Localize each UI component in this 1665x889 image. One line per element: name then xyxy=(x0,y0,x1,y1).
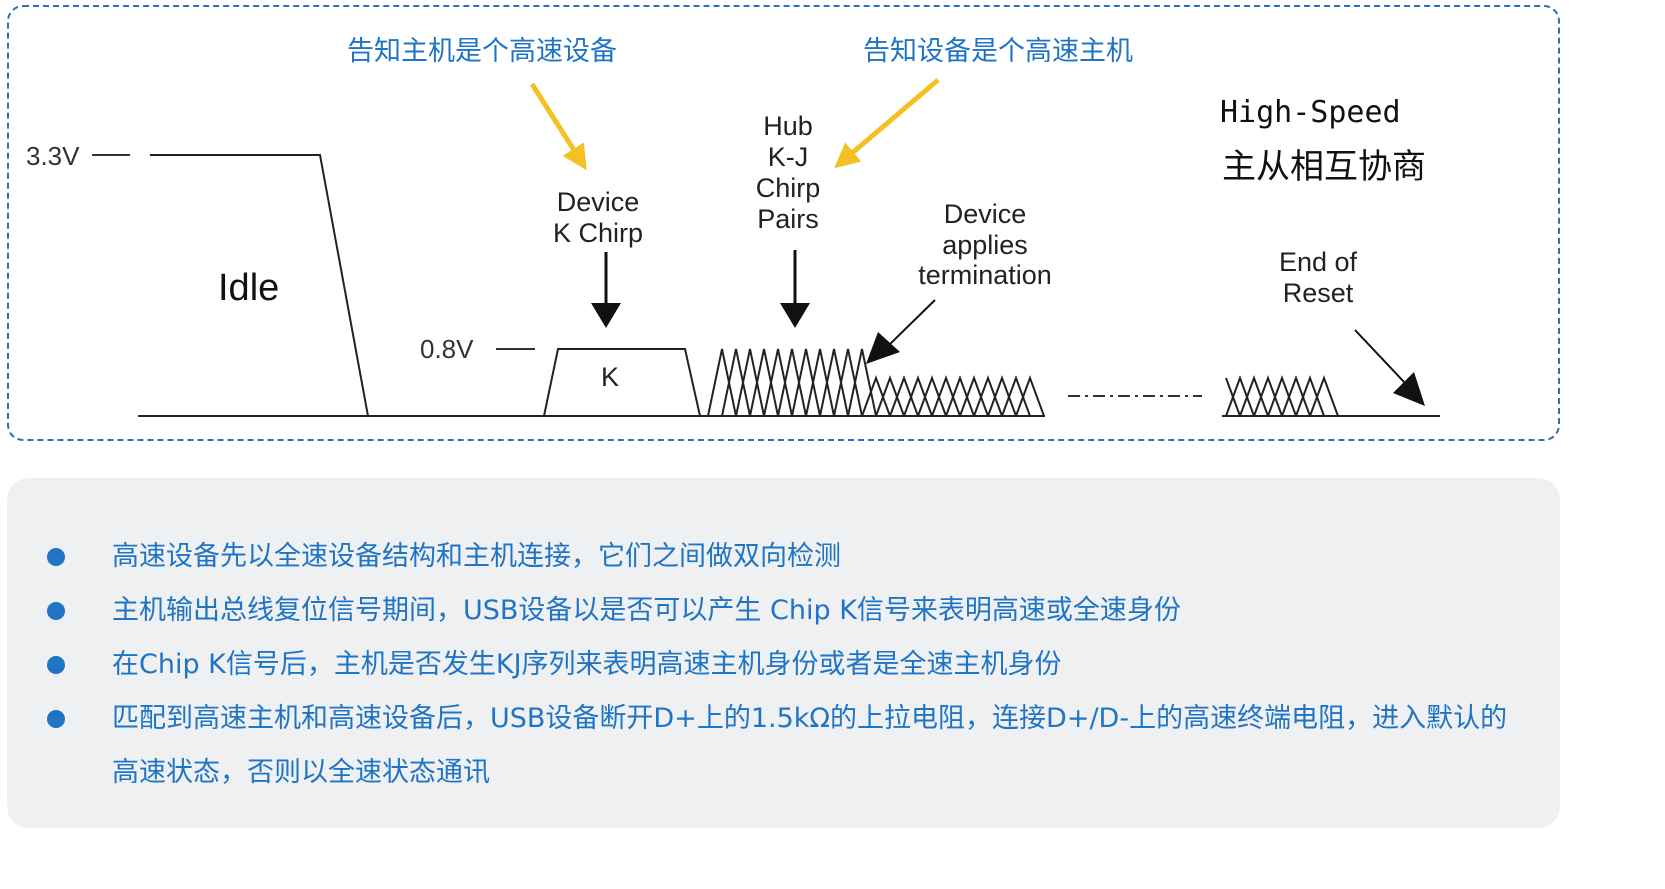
hub-chirp-waveform xyxy=(707,348,877,417)
hub-kj-line4: Pairs xyxy=(757,204,819,234)
terminated-chirp-waveform xyxy=(861,375,1045,417)
termination-line2: applies xyxy=(942,230,1028,260)
bullet-dot xyxy=(47,548,65,566)
termination-line1: Device xyxy=(944,199,1027,229)
notes-list: 高速设备先以全速设备结构和主机连接，它们之间做双向检测 主机输出总线复位信号期间… xyxy=(7,530,1560,800)
note-text: 高速设备先以全速设备结构和主机连接，它们之间做双向检测 xyxy=(112,541,841,572)
yellow-arrow-device xyxy=(529,82,587,171)
k-chirp-pulse xyxy=(543,348,701,417)
end-of-reset-line1: End of xyxy=(1279,247,1358,277)
hub-kj-line3: Chirp xyxy=(756,173,821,203)
hub-kj-line2: K-J xyxy=(768,142,809,172)
hub-kj-line1: Hub xyxy=(763,111,813,141)
notes-panel: 高速设备先以全速设备结构和主机连接，它们之间做双向检测 主机输出总线复位信号期间… xyxy=(7,478,1560,828)
hub-kj-arrow-head xyxy=(780,303,810,328)
note-item: 主机输出总线复位信号期间，USB设备以是否可以产生 Chip K信号来表明高速或… xyxy=(7,584,1560,638)
chirp-timing-diagram: 告知主机是个高速设备 告知设备是个高速主机 3.3V 0.8V Idle K D… xyxy=(26,36,1440,417)
voltage-low-label: 0.8V xyxy=(420,334,474,364)
k-label: K xyxy=(601,362,619,392)
host-announce-label: 告知设备是个高速主机 xyxy=(863,36,1133,67)
yellow-arrow-host xyxy=(834,78,940,169)
note-item: 高速设备先以全速设备结构和主机连接，它们之间做双向检测 xyxy=(7,530,1560,584)
note-text: 在Chip K信号后，主机是否发生KJ序列来表明高速主机身份或者是全速主机身份 xyxy=(112,649,1062,680)
voltage-high-label: 3.3V xyxy=(26,141,80,171)
termination-arrow-head xyxy=(866,332,900,364)
negotiation-label: 主从相互协商 xyxy=(1222,147,1426,187)
idle-label: Idle xyxy=(218,267,279,309)
note-item: 匹配到高速主机和高速设备后，USB设备断开D+上的1.5kΩ的上拉电阻，连接D+… xyxy=(7,692,1560,800)
end-of-reset-line2: Reset xyxy=(1283,278,1354,308)
high-speed-label: High-Speed xyxy=(1220,95,1401,130)
bullet-dot xyxy=(47,602,65,620)
device-k-chirp-line2: K Chirp xyxy=(553,218,643,248)
device-announce-label: 告知主机是个高速设备 xyxy=(347,36,617,67)
device-k-chirp-arrow-head xyxy=(591,303,621,328)
end-of-reset-arrow-shaft xyxy=(1354,329,1406,384)
termination-arrow-shaft xyxy=(887,299,936,347)
bullet-dot xyxy=(47,710,65,728)
end-of-reset-arrow-head xyxy=(1393,372,1425,406)
bullet-dot xyxy=(47,656,65,674)
note-text: 匹配到高速主机和高速设备后，USB设备断开D+上的1.5kΩ的上拉电阻，连接D+… xyxy=(112,703,1508,788)
diagram-frame xyxy=(7,5,1560,441)
termination-line3: termination xyxy=(918,260,1052,290)
note-item: 在Chip K信号后，主机是否发生KJ序列来表明高速主机身份或者是全速主机身份 xyxy=(7,638,1560,692)
idle-waveform xyxy=(150,154,369,417)
final-chirp-waveform xyxy=(1225,375,1339,417)
device-k-chirp-line1: Device xyxy=(557,187,640,217)
note-text: 主机输出总线复位信号期间，USB设备以是否可以产生 Chip K信号来表明高速或… xyxy=(112,595,1181,626)
